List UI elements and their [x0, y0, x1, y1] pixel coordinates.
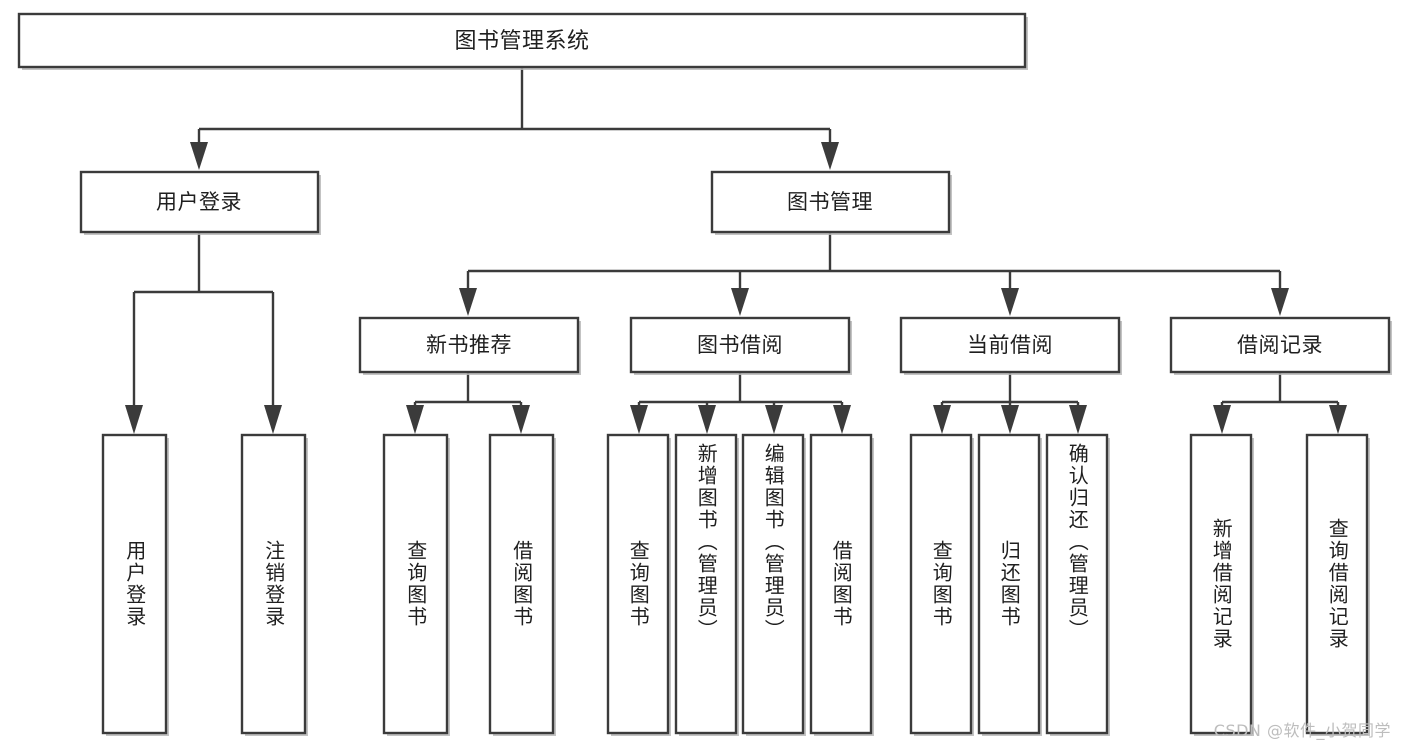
arrowhead-icon-c4: [1271, 288, 1289, 316]
node-root-label: 图书管理系统: [454, 29, 589, 54]
arrowhead-icon-login-leaf1: [125, 405, 143, 434]
node-book-borrow[interactable]: 图书借阅: [629, 316, 852, 375]
arrowhead-icon-c3-leaf2: [1001, 405, 1019, 434]
node-user-login[interactable]: 用户登录: [79, 170, 321, 235]
leaf-box-current-1[interactable]: [909, 433, 973, 735]
arrowhead-icon-c3: [1001, 288, 1019, 316]
arrowhead-icon-c1-leaf1: [406, 405, 424, 434]
arrowhead-icon-c3-leaf3: [1069, 405, 1087, 434]
node-current-borrow[interactable]: 当前借阅: [899, 316, 1122, 375]
node-new-book-recommend[interactable]: 新书推荐: [358, 316, 581, 375]
arrowhead-icon-c2-leaf4: [833, 405, 851, 434]
node-new-book-recommend-label: 新书推荐: [426, 333, 512, 357]
arrowhead-icon-login: [190, 142, 208, 170]
node-book-borrow-label: 图书借阅: [697, 333, 783, 357]
csdn-watermark: CSDN @软件_小贺同学: [1213, 721, 1391, 740]
arrowhead-icon-login-leaf2: [264, 405, 282, 434]
leaf-box-borrow-3[interactable]: [741, 433, 805, 735]
leaf-box-recommend-2[interactable]: [488, 433, 555, 735]
leaf-box-recommend-1[interactable]: [382, 433, 449, 735]
node-root[interactable]: 图书管理系统: [17, 12, 1028, 70]
leaf-box-borrow-4[interactable]: [809, 433, 873, 735]
arrowhead-icon-c2-leaf3: [765, 405, 783, 434]
arrowhead-layer: [125, 142, 1347, 434]
node-current-borrow-label: 当前借阅: [967, 333, 1053, 357]
leaf-box-borrow-1[interactable]: [606, 433, 670, 735]
arrowhead-icon-c2: [731, 288, 749, 316]
node-user-login-label: 用户登录: [156, 190, 242, 214]
arrowhead-icon-c2-leaf1: [630, 405, 648, 434]
leaf-box-layer: [101, 433, 1370, 736]
leaf-box-current-3[interactable]: [1045, 433, 1109, 735]
arrowhead-icon-c1-leaf2: [512, 405, 530, 434]
arrowhead-icon-c2-leaf2: [698, 405, 716, 434]
leaf-box-user-login-2[interactable]: [240, 433, 307, 735]
leaf-box-user-login-1[interactable]: [101, 433, 168, 735]
arrowhead-icon-c4-leaf2: [1329, 405, 1347, 434]
arrowhead-icon-c3-leaf1: [933, 405, 951, 434]
arrowhead-icon-manage: [821, 142, 839, 170]
node-book-manage[interactable]: 图书管理: [710, 170, 952, 235]
leaf-box-current-2[interactable]: [977, 433, 1041, 735]
node-borrow-record-label: 借阅记录: [1237, 333, 1323, 357]
node-book-manage-label: 图书管理: [787, 190, 873, 214]
arrowhead-icon-c1: [459, 288, 477, 316]
leaf-box-borrow-2[interactable]: [674, 433, 738, 735]
node-borrow-record[interactable]: 借阅记录: [1169, 316, 1392, 375]
arrowhead-icon-c4-leaf1: [1213, 405, 1231, 434]
leaf-box-record-1[interactable]: [1189, 433, 1253, 735]
leaf-box-record-2[interactable]: [1305, 433, 1369, 735]
